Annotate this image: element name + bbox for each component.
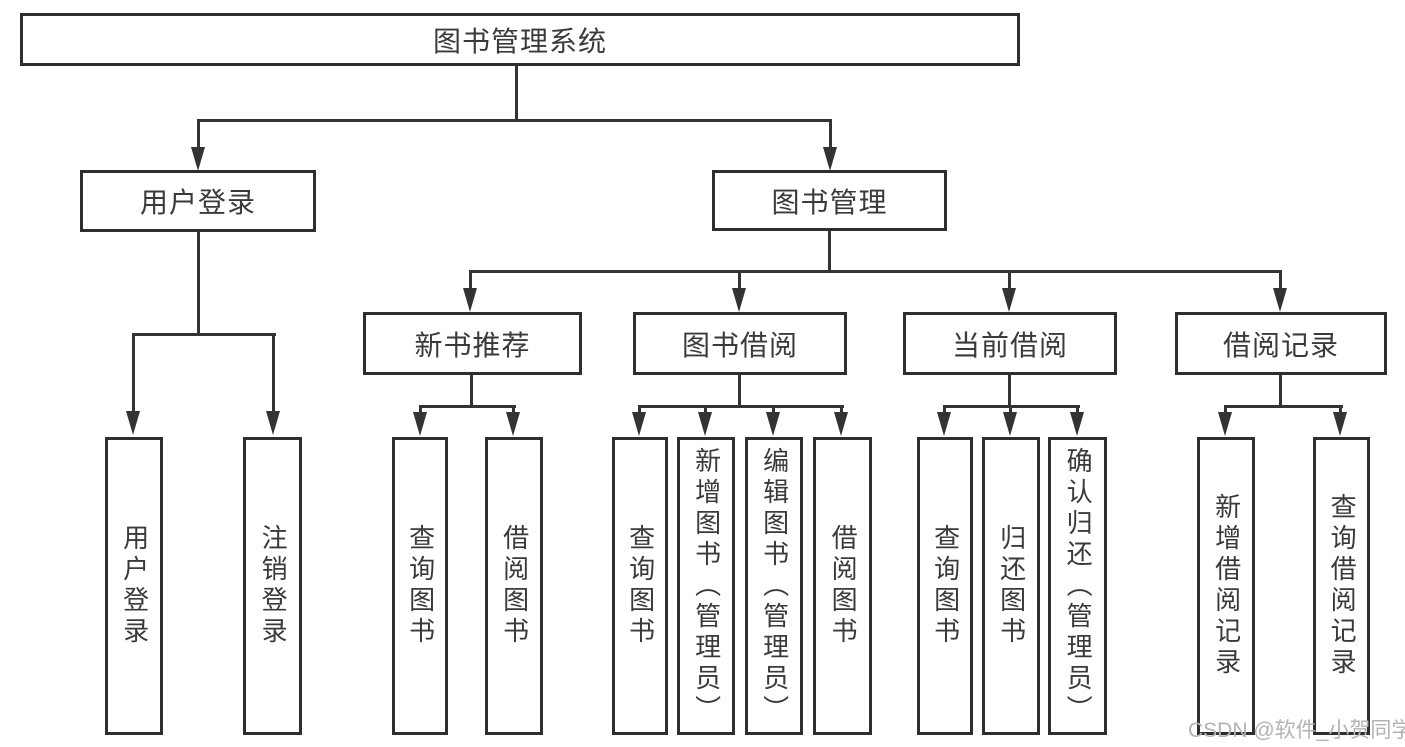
leaf-logout: 注销登录	[243, 437, 302, 735]
leaf-label: 新增借阅记录	[1211, 493, 1242, 679]
leaf-query-borrow-record: 查询借阅记录	[1313, 437, 1370, 735]
edge-bb-query-drop	[638, 405, 641, 415]
edge-cb-return-arrow-icon	[1003, 412, 1017, 436]
edge-book-mgmt-drop	[829, 119, 832, 150]
leaf-label: 用户登录	[119, 524, 150, 648]
edge-cb-confirm-arrow-icon	[1070, 412, 1084, 436]
leaf-label: 借阅图书	[499, 524, 530, 648]
edge-newbook-stem	[470, 375, 473, 408]
edge-leaf-logout-arrow-icon	[266, 411, 280, 435]
leaf-label: 编辑图书（管理员）	[759, 446, 790, 726]
csdn-watermark: CSDN @软件_小贺同学	[1188, 719, 1405, 742]
edge-cb-confirm-drop	[1076, 405, 1079, 415]
node-new-book-recommend: 新书推荐	[363, 312, 582, 375]
edge-records-arrow-icon	[1273, 288, 1287, 312]
edge-records-drop	[1279, 270, 1282, 290]
leaf-borrow-book-2: 借阅图书	[813, 437, 872, 735]
edge-leaf-logout-drop	[272, 333, 275, 413]
edge-newbook-drop	[469, 270, 472, 290]
edge-rr-query-arrow-icon	[1333, 412, 1347, 436]
edge-login-stem	[197, 232, 200, 336]
edge-borrowmod-drop	[738, 270, 741, 290]
edge-bb-edit-arrow-icon	[766, 412, 780, 436]
edge-user-login-arrow-icon	[191, 147, 205, 171]
edge-mgmt-bar	[469, 270, 1282, 273]
node-user-login: 用户登录	[80, 170, 316, 232]
edge-newbook-arrow-icon	[463, 288, 477, 312]
leaf-borrow-book-1: 借阅图书	[485, 437, 543, 735]
node-current-borrow: 当前借阅	[903, 312, 1117, 375]
edge-borrowmod-arrow-icon	[732, 288, 746, 312]
leaf-query-book-1: 查询图书	[392, 437, 448, 735]
leaf-label: 查询图书	[625, 524, 656, 648]
edge-current-drop	[1008, 270, 1011, 290]
node-book-management: 图书管理	[712, 170, 947, 231]
edge-nb-query-arrow-icon	[413, 412, 427, 436]
edge-cb-query-arrow-icon	[937, 412, 951, 436]
node-borrow-records: 借阅记录	[1175, 312, 1387, 375]
edge-book-mgmt-arrow-icon	[823, 147, 837, 171]
edge-current-arrow-icon	[1002, 288, 1016, 312]
leaf-label: 查询图书	[930, 524, 961, 648]
leaf-label: 查询借阅记录	[1327, 493, 1358, 679]
edge-records-bar	[1224, 405, 1343, 408]
edge-records-stem2	[1279, 375, 1282, 408]
edge-nb-borrow-drop	[512, 405, 515, 415]
leaf-add-book-admin: 新增图书（管理员）	[677, 437, 735, 735]
edge-cb-query-drop	[943, 405, 946, 415]
node-book-borrow: 图书借阅	[633, 312, 847, 375]
node-root: 图书管理系统	[20, 13, 1020, 66]
edge-bb-borrow-drop	[840, 405, 843, 415]
edge-mgmt-stem	[828, 231, 831, 273]
edge-leaf-login-drop	[132, 333, 135, 413]
edge-bb-add-arrow-icon	[698, 412, 712, 436]
edge-bb-edit-drop	[772, 405, 775, 415]
leaf-return-book: 归还图书	[982, 437, 1040, 735]
leaf-label: 查询图书	[405, 524, 436, 648]
leaf-edit-book-admin: 编辑图书（管理员）	[745, 437, 803, 735]
edge-current-stem2	[1008, 375, 1011, 408]
edge-bb-query-arrow-icon	[632, 412, 646, 436]
edge-rr-query-drop	[1339, 405, 1342, 415]
leaf-label: 借阅图书	[828, 524, 859, 648]
leaf-label: 注销登录	[258, 524, 289, 648]
leaf-add-borrow-record: 新增借阅记录	[1197, 437, 1255, 735]
edge-newbook-bar	[419, 405, 516, 408]
leaf-label: 确认归还（管理员）	[1063, 446, 1094, 726]
leaf-query-book-2: 查询图书	[612, 437, 668, 735]
edge-nb-query-drop	[419, 405, 422, 415]
leaf-query-book-3: 查询图书	[917, 437, 973, 735]
leaf-label: 新增图书（管理员）	[691, 446, 722, 726]
leaf-confirm-return-admin: 确认归还（管理员）	[1048, 437, 1107, 735]
edge-leaf-login-arrow-icon	[126, 411, 140, 435]
edge-cb-return-drop	[1009, 405, 1012, 415]
edge-borrow-stem	[738, 375, 741, 408]
edge-root-stem	[515, 66, 518, 122]
edge-borrow-bar	[638, 405, 844, 408]
edge-user-login-drop	[197, 119, 200, 150]
leaf-user-login: 用户登录	[105, 437, 163, 735]
edge-rr-add-arrow-icon	[1218, 412, 1232, 436]
leaf-label: 归还图书	[996, 524, 1027, 648]
edge-rr-add-drop	[1224, 405, 1227, 415]
edge-bb-add-drop	[704, 405, 707, 415]
edge-nb-borrow-arrow-icon	[506, 412, 520, 436]
edge-login-bar	[132, 333, 276, 336]
edge-bb-borrow-arrow-icon	[834, 412, 848, 436]
edge-root-bar	[197, 119, 832, 122]
